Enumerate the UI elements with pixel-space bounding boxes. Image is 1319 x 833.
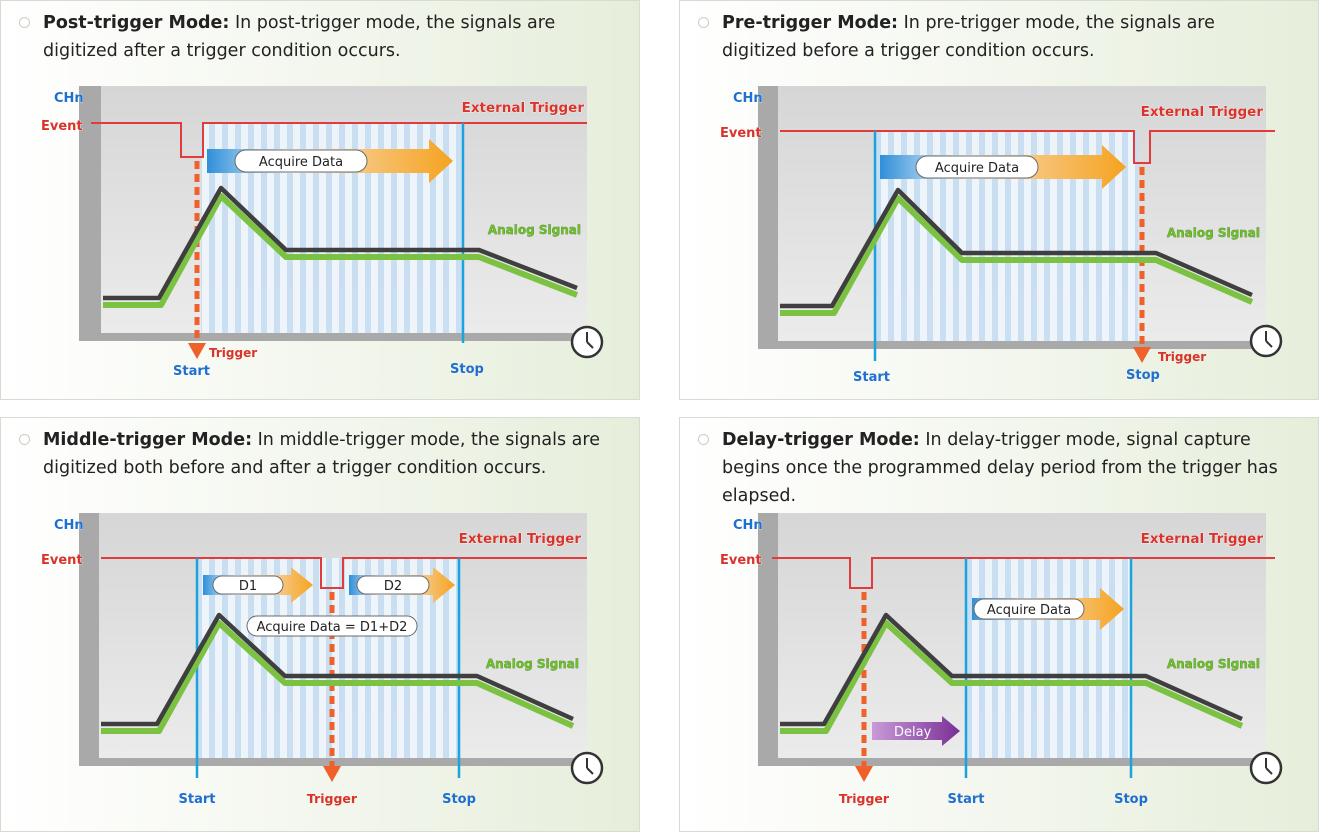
- event-label: Event: [720, 553, 762, 568]
- acquire-pill: [915, 155, 1039, 179]
- middle-trigger-diagram: D1 D2 Acquire Data = D1+D2 CHn Event Ext…: [41, 513, 604, 807]
- analog-signal-label: Analog Signal: [1167, 657, 1260, 671]
- acquire-pill: [973, 598, 1085, 620]
- analog-signal-label: Analog Signal: [488, 223, 581, 237]
- pre-trigger-description: Pre-trigger Mode: In pre-trigger mode, t…: [722, 9, 1282, 65]
- stop-label: Stop: [1126, 368, 1160, 383]
- analog-signal-dark: [780, 612, 1243, 727]
- analog-signal-green: [101, 620, 575, 734]
- start-label: Start: [948, 792, 985, 807]
- post-trigger-title: Post-trigger Mode:: [43, 13, 230, 33]
- pre-trigger-diagram: Acquire Data CHn Event External Trigger …: [720, 86, 1283, 385]
- clock-icon: [570, 751, 604, 785]
- analog-signal-dark: [780, 187, 1253, 309]
- arrow-down-icon: [855, 766, 873, 782]
- analog-signal-green: [780, 195, 1254, 316]
- middle-trigger-panel: Middle-trigger Mode: In middle-trigger m…: [0, 417, 640, 832]
- event-line: [101, 557, 587, 589]
- chn-label: CHn: [54, 518, 84, 533]
- analog-signal-green: [780, 620, 1244, 734]
- middle-trigger-title: Middle-trigger Mode:: [43, 430, 253, 450]
- post-trigger-diagram: Acquire Data CHn Event External Trigger …: [41, 86, 604, 379]
- pre-trigger-panel: Pre-trigger Mode: In pre-trigger mode, t…: [679, 0, 1319, 400]
- analog-signal-label: Analog Signal: [1167, 226, 1260, 240]
- d2-pill: [356, 575, 430, 595]
- post-trigger-text: In post-trigger mode, the signals are di…: [43, 13, 556, 61]
- bullet-icon: [698, 434, 709, 445]
- chn-label: CHn: [733, 91, 763, 106]
- chn-label: CHn: [54, 91, 84, 106]
- d2-label: D2: [384, 579, 402, 594]
- pre-trigger-title: Pre-trigger Mode:: [722, 13, 899, 33]
- event-line: [772, 557, 1275, 589]
- external-trigger-label: External Trigger: [459, 531, 582, 547]
- trigger-label: Trigger: [839, 791, 890, 806]
- middle-trigger-text: In middle-trigger mode, the signals are …: [43, 430, 600, 478]
- middle-trigger-description: Middle-trigger Mode: In middle-trigger m…: [43, 426, 603, 482]
- delay-trigger-panel: Delay-trigger Mode: In delay-trigger mod…: [679, 417, 1319, 832]
- acquire-pill: [234, 149, 368, 173]
- arrow-down-icon: [1133, 347, 1151, 363]
- stop-label: Stop: [450, 362, 484, 377]
- analog-signal-dark: [103, 185, 578, 301]
- acquire-label: Acquire Data: [259, 155, 343, 170]
- arrow-down-icon: [188, 343, 206, 359]
- delay-label: Delay: [894, 725, 932, 740]
- external-trigger-label: External Trigger: [462, 100, 585, 116]
- bullet-icon: [19, 17, 30, 28]
- acquire-label: Acquire Data: [935, 161, 1019, 176]
- event-label: Event: [41, 553, 83, 568]
- delay-trigger-description: Delay-trigger Mode: In delay-trigger mod…: [722, 426, 1282, 510]
- event-label: Event: [41, 119, 83, 134]
- trigger-label: Trigger: [209, 346, 257, 360]
- trigger-label: Trigger: [1158, 350, 1206, 364]
- acquisition-window: [966, 558, 1131, 758]
- event-label: Event: [720, 126, 762, 141]
- post-trigger-panel: Post-trigger Mode: In post-trigger mode,…: [0, 0, 640, 400]
- arrow-down-icon: [323, 766, 341, 782]
- analog-signal-green: [103, 193, 579, 308]
- d1-pill: [212, 575, 284, 595]
- clock-icon: [1249, 324, 1283, 358]
- stop-label: Stop: [442, 792, 476, 807]
- clock-icon: [1249, 751, 1283, 785]
- acquire-label: Acquire Data = D1+D2: [257, 620, 408, 635]
- clock-icon: [570, 325, 604, 359]
- d1-label: D1: [239, 579, 257, 594]
- analog-signal-dark: [101, 612, 574, 727]
- external-trigger-label: External Trigger: [1141, 104, 1264, 120]
- stop-label: Stop: [1114, 792, 1148, 807]
- event-line: [780, 130, 1275, 164]
- start-label: Start: [179, 792, 216, 807]
- start-label: Start: [853, 370, 890, 385]
- delay-trigger-text: In delay-trigger mode, signal capture be…: [722, 430, 1278, 506]
- event-line: [91, 122, 587, 158]
- trigger-label: Trigger: [307, 791, 358, 806]
- acquire-label: Acquire Data: [987, 603, 1071, 618]
- analog-signal-label: Analog Signal: [486, 657, 579, 671]
- external-trigger-label: External Trigger: [1141, 531, 1264, 547]
- chn-label: CHn: [733, 518, 763, 533]
- acquire-pill: [246, 615, 418, 637]
- delay-trigger-diagram: Delay Acquire Data CHn Event External Tr…: [720, 513, 1283, 807]
- bullet-icon: [698, 17, 709, 28]
- delay-trigger-title: Delay-trigger Mode:: [722, 430, 920, 450]
- post-trigger-description: Post-trigger Mode: In post-trigger mode,…: [43, 9, 603, 65]
- start-label: Start: [173, 364, 210, 379]
- pre-trigger-text: In pre-trigger mode, the signals are dig…: [722, 13, 1215, 61]
- bullet-icon: [19, 434, 30, 445]
- delay-arrow-icon: [872, 716, 960, 746]
